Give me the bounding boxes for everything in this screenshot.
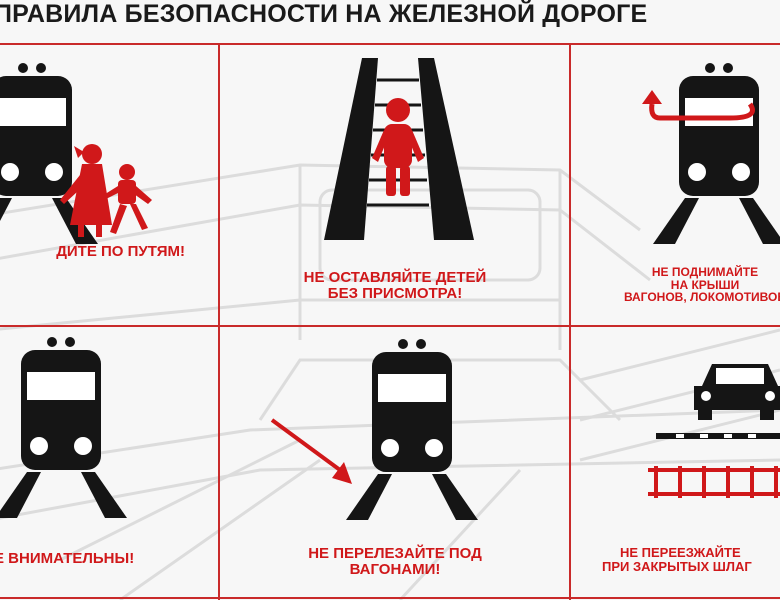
panel-grid — [0, 43, 780, 600]
train-with-children-icon — [0, 63, 152, 244]
caption-crossing: НЕ ПЕРЕЕЗЖАЙТЕ ПРИ ЗАКРЫТЫХ ШЛАГ — [602, 545, 752, 574]
caption-children: НЕ ОСТАВЛЯЙТЕ ДЕТЕЙ БЕЗ ПРИСМОТРА! — [303, 269, 487, 302]
train-icon — [0, 337, 127, 518]
caption-roofs: НЕ ПОДНИМАЙТЕ НА КРЫШИ ВАГОНОВ, ЛОКОМОТИ… — [623, 265, 780, 305]
train-climb-roof-icon — [642, 63, 780, 244]
caption-under-wagons: НЕ ПЕРЕЛЕЗАЙТЕ ПОД ВАГОНАМИ! — [308, 545, 482, 578]
caption-walk-tracks: ДИТЕ ПО ПУТЯМ! — [56, 243, 185, 260]
train-crawl-under-icon — [270, 339, 478, 520]
poster-title: ПРАВИЛА БЕЗОПАСНОСТИ НА ЖЕЛЕЗНОЙ ДОРОГЕ — [0, 0, 648, 28]
car-at-closed-crossing-icon — [648, 364, 780, 498]
caption-attentive: Е ВНИМАТЕЛЬНЫ! — [0, 550, 135, 567]
child-on-rails-icon — [324, 58, 474, 240]
